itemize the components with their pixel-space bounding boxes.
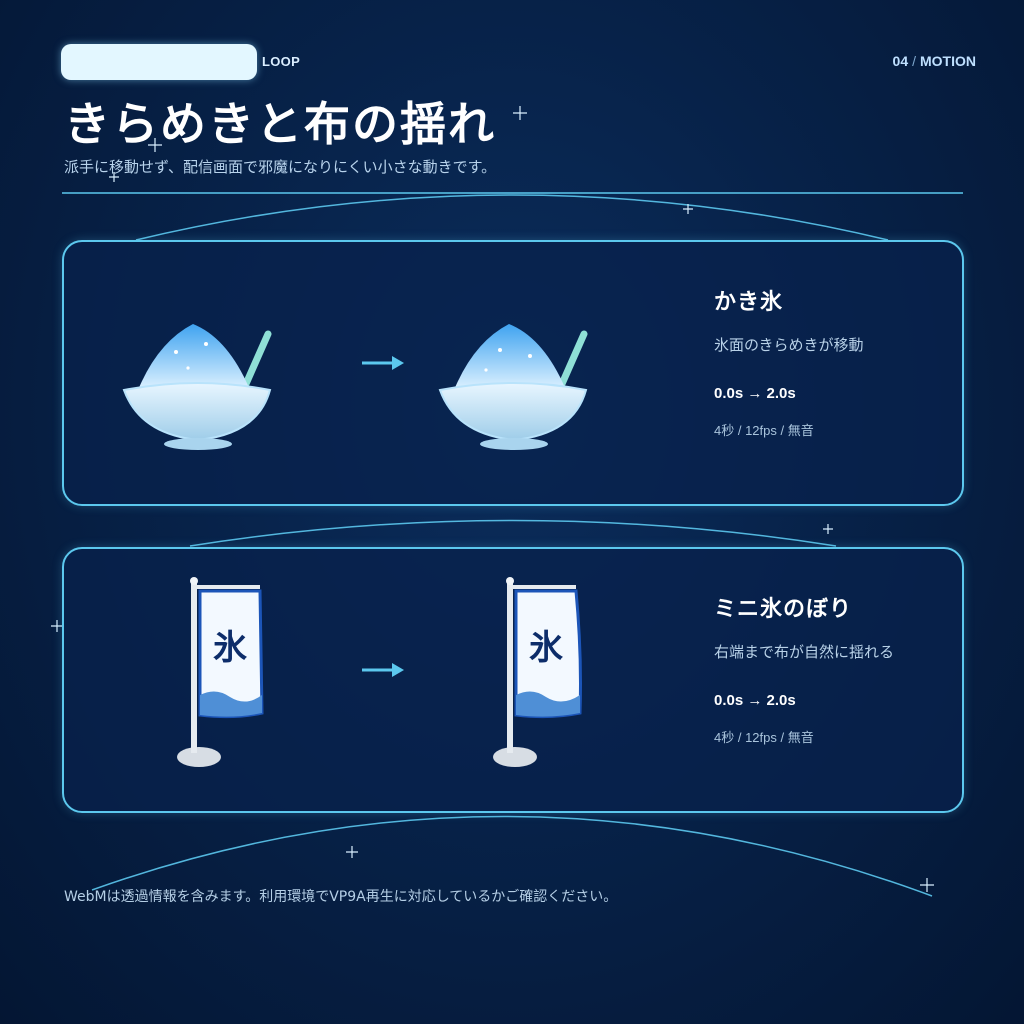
card-meta: 4秒 / 12fps / 無音 xyxy=(714,423,814,438)
section-name: MOTION xyxy=(920,53,976,69)
card-title: ミニ氷のぼり xyxy=(714,597,853,622)
ice-banner-flag-icon: 氷 xyxy=(493,577,582,767)
card-meta: 4秒 / 12fps / 無音 xyxy=(714,730,814,745)
page-title: きらめきと布の揺れ xyxy=(64,97,496,151)
transition-arrow-icon xyxy=(362,356,404,370)
card-info: かき氷 氷面のきらめきが移動 0.0s → 2.0s 4秒 / 12fps / … xyxy=(714,284,944,439)
section-indicator: 04/MOTION xyxy=(893,53,976,69)
header-label: LOOP xyxy=(262,54,301,69)
transition-arrow-icon xyxy=(362,663,404,677)
banner-text: 氷 xyxy=(529,628,564,668)
motion-card-ice-banner: 氷 氷 ミニ氷のぼり 右端まで布が自然に揺れる 0.0s → 2.0s 4秒 /… xyxy=(62,547,964,813)
section-separator: / xyxy=(912,53,916,69)
ice-banner-flag-icon: 氷 xyxy=(177,577,264,767)
banner-text: 氷 xyxy=(213,628,248,668)
page-subtitle: 派手に移動せず、配信画面で邪魔になりにくい小さな動きです。 xyxy=(64,158,497,176)
card-info: ミニ氷のぼり 右端まで布が自然に揺れる 0.0s → 2.0s 4秒 / 12f… xyxy=(714,591,944,746)
section-number: 04 xyxy=(892,53,909,69)
card-description: 氷面のきらめきが移動 xyxy=(714,336,864,354)
card-time-range: 0.0s → 2.0s xyxy=(714,692,796,709)
card-description: 右端まで布が自然に揺れる xyxy=(714,643,895,661)
header-badge xyxy=(61,44,257,80)
footer-note: WebMは透過情報を含みます。利用環境でVP9A再生に対応しているかご確認くださ… xyxy=(64,889,618,905)
card-time-range: 0.0s → 2.0s xyxy=(714,385,796,402)
shaved-ice-icon xyxy=(122,324,272,450)
card-title: かき氷 xyxy=(714,290,784,315)
shaved-ice-icon xyxy=(438,324,588,450)
motion-card-kakigori: かき氷 氷面のきらめきが移動 0.0s → 2.0s 4秒 / 12fps / … xyxy=(62,240,964,506)
